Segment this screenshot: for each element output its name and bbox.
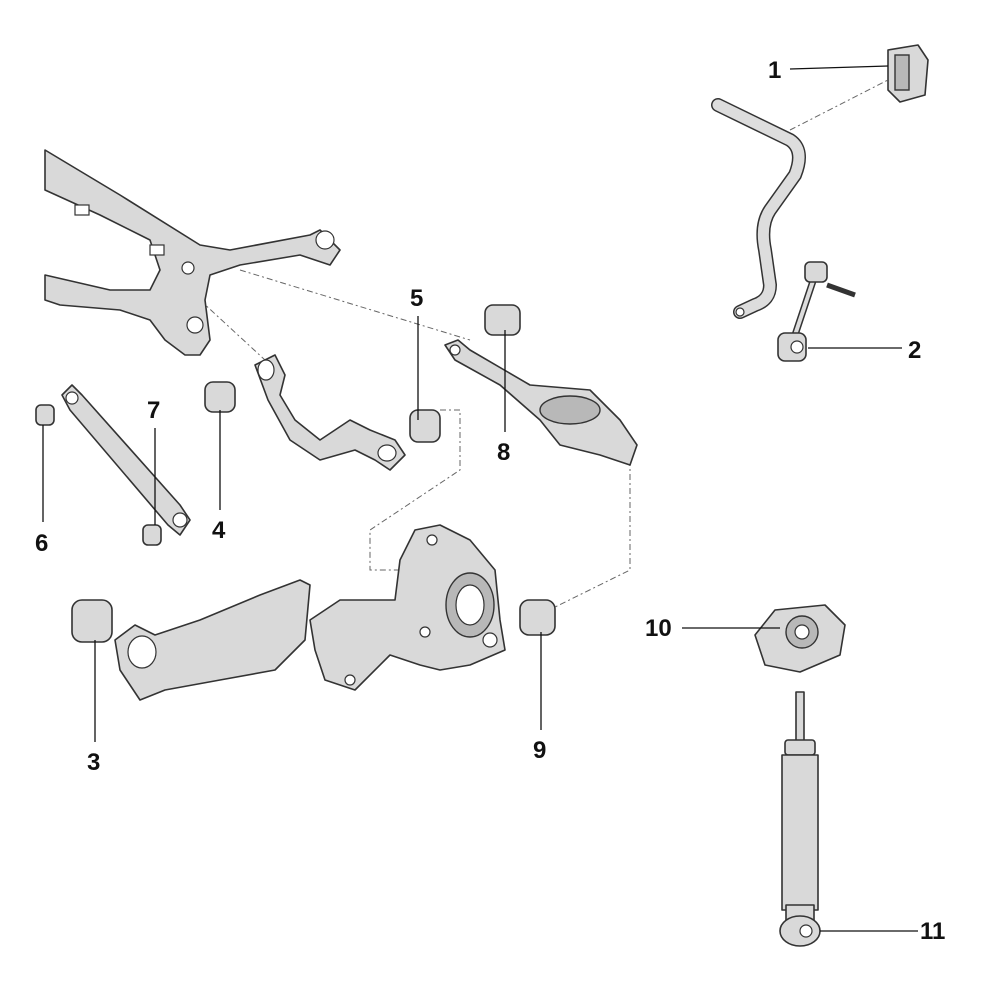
- assembly-lines: [199, 79, 889, 613]
- callout-11: 11: [920, 918, 945, 945]
- track-rod: [35, 384, 191, 546]
- wheel-carrier: [309, 524, 556, 691]
- shock-absorber-mount-10: [754, 604, 846, 673]
- callout-8: 8: [497, 439, 510, 466]
- callout-1: 1: [768, 57, 781, 84]
- trailing-arm: [71, 579, 311, 701]
- coupling-rod-2: [777, 261, 856, 362]
- callout-3: 3: [87, 749, 100, 776]
- stabilizer-bar: [711, 98, 806, 319]
- upper-link: [204, 354, 441, 471]
- callout-10: 10: [645, 615, 672, 642]
- callout-5: 5: [410, 285, 423, 312]
- lower-arm: [444, 304, 638, 466]
- stabilizer-bush-1: [887, 44, 929, 103]
- callout-2: 2: [908, 337, 921, 364]
- shock-absorber-11: [779, 691, 821, 947]
- subframe: [44, 149, 341, 356]
- callout-7: 7: [147, 397, 160, 424]
- callout-6: 6: [35, 530, 48, 557]
- callout-9: 9: [533, 737, 546, 764]
- leader-lines: [42, 65, 918, 932]
- callout-4: 4: [212, 517, 226, 544]
